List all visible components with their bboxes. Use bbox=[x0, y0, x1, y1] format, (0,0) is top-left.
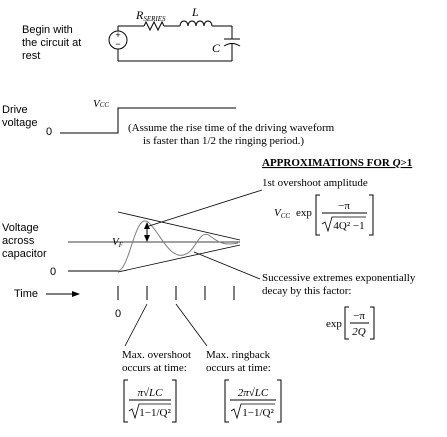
decay-formula-numerator: −π bbox=[353, 310, 365, 322]
overshoot-time-left-bracket bbox=[123, 379, 128, 423]
source-plus-sign: + bbox=[115, 30, 120, 40]
overshoot-time-sqrt bbox=[128, 403, 171, 420]
overshoot-time-leader bbox=[124, 303, 148, 347]
time-ticks bbox=[117, 286, 235, 300]
rise-time-note-line-1: (Assume the rise time of the driving wav… bbox=[128, 122, 335, 134]
ringback-time-label: Max. ringback occurs at time: bbox=[206, 349, 271, 374]
lower-decay-envelope bbox=[117, 244, 241, 273]
decay-description: Successive extremes exponentially decay … bbox=[262, 272, 416, 297]
drive-label-line-1: Drive bbox=[2, 104, 28, 116]
capacitor-voltage-label-line-3: capacitor bbox=[2, 248, 47, 260]
overshoot-time-right-bracket bbox=[172, 379, 177, 423]
upper-decay-envelope bbox=[117, 211, 241, 241]
capacitor-voltage-waveform bbox=[117, 220, 239, 272]
ringback-time-right-bracket bbox=[277, 379, 282, 423]
rise-time-note-line-2: is faster than 1/2 the ringing period.) bbox=[143, 135, 304, 147]
ringback-time-sqrt bbox=[230, 403, 275, 420]
decay-formula-left-bracket bbox=[344, 306, 349, 340]
capacitor-voltage-label-line-1: Voltage bbox=[2, 222, 39, 234]
overshoot-formula-right-bracket bbox=[369, 194, 374, 236]
ringback-time-label-line-2: occurs at time: bbox=[206, 362, 271, 374]
decay-formula-denominator: 2Q bbox=[352, 326, 366, 338]
overshoot-time-formula: π√LC 1−1/Q² bbox=[123, 379, 177, 423]
time-zero-label: 0 bbox=[115, 308, 121, 320]
overshoot-formula-denominator: 4Q² −1 bbox=[333, 220, 364, 232]
time-arrow-head bbox=[72, 291, 80, 297]
decay-description-line-2: decay by this factor: bbox=[262, 285, 352, 297]
overshoot-formula-sqrt bbox=[321, 216, 366, 233]
circuit-caption-line-3: rest bbox=[22, 50, 40, 62]
overshoot-formula-v: VCC bbox=[274, 207, 290, 220]
capacitor-zero-label: 0 bbox=[50, 266, 56, 278]
decay-formula: exp −π 2Q bbox=[326, 306, 375, 340]
voltage-source-symbol bbox=[108, 30, 128, 50]
time-axis-label: Time bbox=[14, 288, 38, 300]
overshoot-formula-left-bracket bbox=[315, 194, 320, 236]
drive-label-line-2: voltage bbox=[2, 117, 37, 129]
overshoot-formula: VCC exp −π 4Q² −1 bbox=[274, 194, 374, 236]
rise-time-note: (Assume the rise time of the driving wav… bbox=[128, 122, 335, 147]
source-minus-sign: − bbox=[115, 39, 120, 49]
decay-description-line-1: Successive extremes exponentially bbox=[262, 272, 416, 284]
overshoot-formula-numerator: −π bbox=[338, 200, 350, 212]
ringback-time-numerator: 2π√LC bbox=[238, 387, 269, 399]
circuit-caption-line-2: the circuit at bbox=[22, 37, 81, 49]
drive-zero-label: 0 bbox=[46, 126, 52, 138]
overshoot-arrow-head-top bbox=[144, 222, 150, 229]
inductor-label: L bbox=[191, 5, 199, 19]
capacitor-voltage-label-line-2: across bbox=[2, 235, 35, 247]
decay-formula-exp: exp bbox=[326, 318, 342, 330]
overshoot-time-label-line-2: occurs at time: bbox=[122, 362, 187, 374]
resistor-label: RSERIES bbox=[135, 8, 166, 23]
final-value-label: VF bbox=[112, 236, 124, 249]
decay-leader-line bbox=[193, 251, 261, 280]
ringback-time-formula: 2π√LC 1−1/Q² bbox=[224, 379, 282, 423]
approximations-heading: APPROXIMATIONS FOR Q>1 bbox=[262, 157, 412, 169]
circuit-caption: Begin with the circuit at rest bbox=[22, 24, 81, 62]
overshoot-amplitude-label: 1st overshoot amplitude bbox=[262, 177, 368, 189]
overshoot-leader-line bbox=[148, 189, 263, 227]
circuit-caption-line-1: Begin with bbox=[22, 24, 73, 36]
drive-step-waveform bbox=[60, 107, 236, 134]
overshoot-time-numerator: π√LC bbox=[137, 387, 163, 399]
decay-formula-right-bracket bbox=[370, 306, 375, 340]
resistor-symbol bbox=[143, 20, 165, 32]
capacitor-label: C bbox=[212, 41, 221, 55]
ringback-time-leader bbox=[175, 303, 208, 347]
overshoot-time-denominator: 1−1/Q² bbox=[139, 407, 171, 419]
overshoot-formula-exp: exp bbox=[296, 207, 312, 219]
capacitor-voltage-label: Voltage across capacitor bbox=[2, 222, 47, 260]
overshoot-time-label-line-1: Max. overshoot bbox=[122, 349, 191, 361]
ringback-time-left-bracket bbox=[224, 379, 229, 423]
ringback-time-label-line-1: Max. ringback bbox=[206, 349, 271, 361]
inductor-symbol bbox=[179, 20, 213, 27]
drive-label: Drive voltage bbox=[2, 104, 37, 129]
ringback-time-denominator: 1−1/Q² bbox=[242, 407, 274, 419]
overshoot-arrow-head-bottom bbox=[144, 235, 150, 242]
circuit-schematic bbox=[108, 20, 241, 62]
overshoot-time-label: Max. overshoot occurs at time: bbox=[122, 349, 191, 374]
drive-vcc-label: VCC bbox=[93, 98, 109, 110]
capacitor-plate-bottom bbox=[223, 43, 241, 47]
